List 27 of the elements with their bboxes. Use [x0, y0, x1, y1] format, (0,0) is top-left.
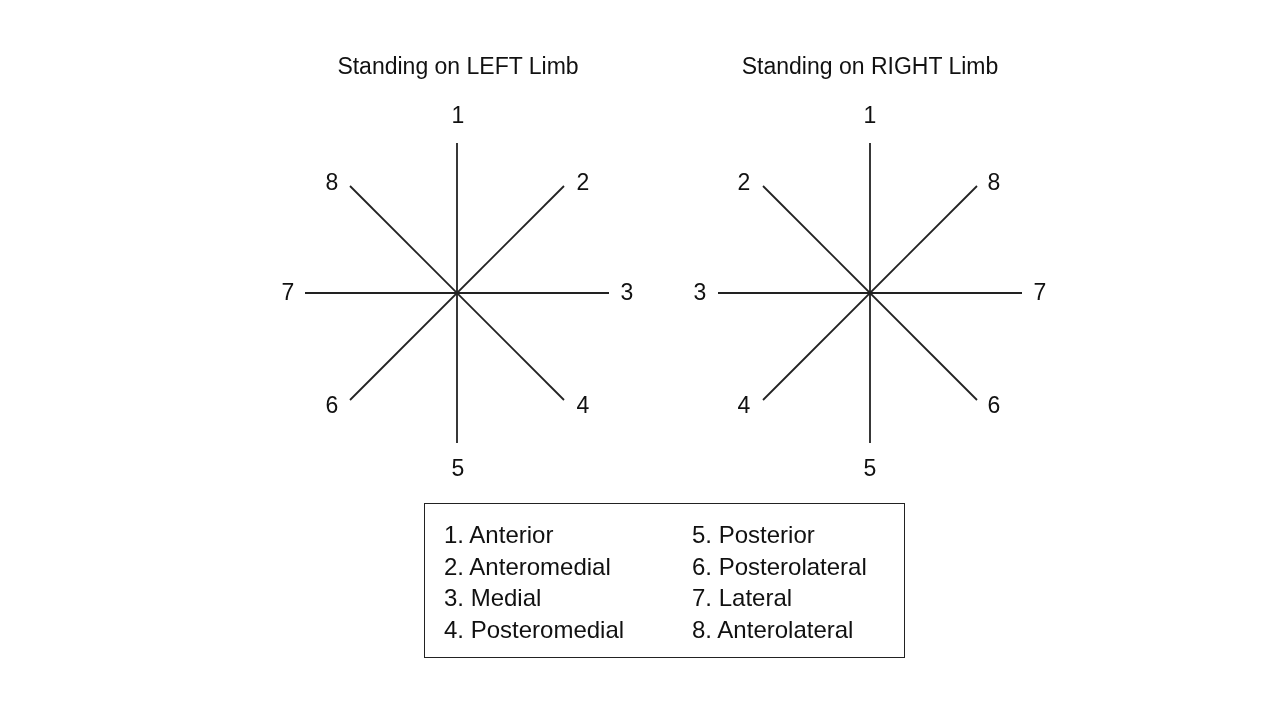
- direction-key-entry: 6. Posterolateral: [692, 553, 867, 580]
- direction-number: 8: [987, 170, 1001, 196]
- diagram-heading: Standing on LEFT Limb: [337, 54, 579, 80]
- direction-key-entry: 2. Anteromedial: [444, 553, 611, 580]
- direction-number: 3: [620, 280, 634, 306]
- direction-number: 3: [693, 280, 707, 306]
- direction-number: 7: [1033, 280, 1047, 306]
- direction-number: 4: [576, 393, 590, 419]
- direction-number: 2: [576, 170, 590, 196]
- direction-key-entry: 4. Posteromedial: [444, 616, 625, 643]
- direction-number: 4: [737, 393, 751, 419]
- diagram-heading: Standing on RIGHT Limb: [741, 54, 999, 80]
- direction-key-entry: 7. Lateral: [692, 584, 793, 612]
- direction-number: 7: [281, 280, 295, 306]
- legend-box: [424, 503, 905, 658]
- direction-key-entry: 1. Anterior: [444, 521, 554, 549]
- direction-key-entry: 8. Anterolateral: [692, 616, 854, 643]
- direction-number: 2: [737, 170, 751, 196]
- direction-number: 1: [863, 103, 877, 129]
- direction-number: 5: [451, 456, 465, 482]
- direction-number: 6: [987, 393, 1001, 419]
- direction-key-entry: 3. Medial: [444, 584, 542, 612]
- direction-number: 6: [325, 393, 339, 419]
- direction-number: 8: [325, 170, 339, 196]
- direction-number: 5: [863, 456, 877, 482]
- direction-number: 1: [451, 103, 465, 129]
- direction-key-entry: 5. Posterior: [692, 521, 815, 549]
